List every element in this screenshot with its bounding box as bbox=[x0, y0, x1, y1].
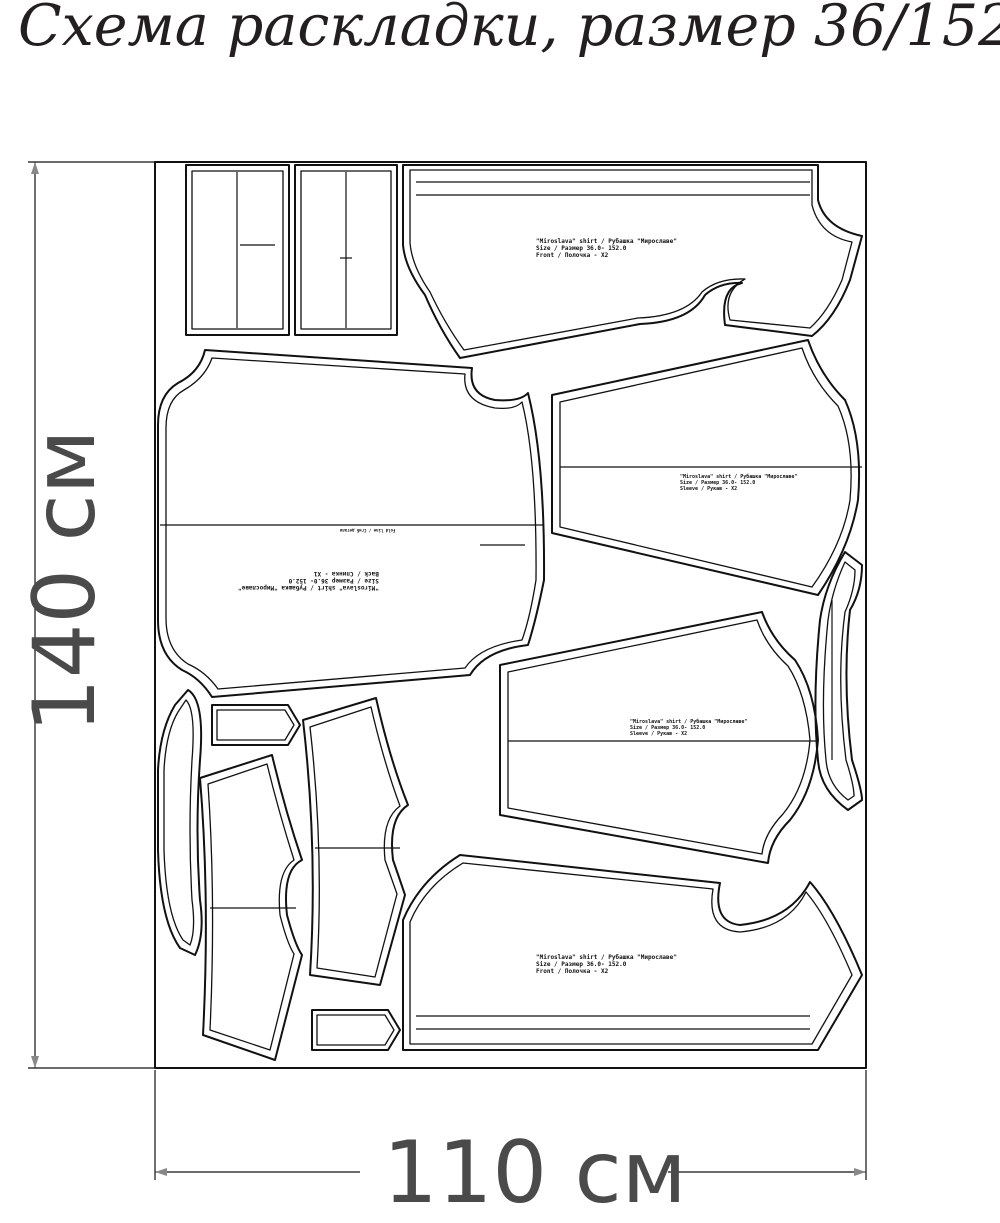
front-top-label-line: Front / Полочка - X2 bbox=[536, 252, 609, 259]
front-bottom-label: "Miroslava" shirt / Рубашка "Мирославе" … bbox=[536, 954, 677, 975]
back-fold-line-label: Fold line / Сгиб детали bbox=[340, 528, 396, 533]
collar-piece-1 bbox=[185, 164, 290, 336]
height-dimension bbox=[28, 161, 155, 1069]
back-piece bbox=[157, 349, 546, 698]
front-top-label-line: Size / Размер 36.0- 152.0 bbox=[536, 245, 627, 252]
front-top-label: "Miroslava" shirt / Рубашка "Мирославе" … bbox=[536, 238, 677, 259]
front-piece-top bbox=[402, 164, 863, 359]
cuff-piece-bottom bbox=[311, 1009, 401, 1051]
yoke-piece-right bbox=[302, 697, 409, 986]
back-label-line: "Miroslava" shirt / Рубашка "Мирославе" bbox=[238, 584, 379, 591]
sleeve-top-label: "Miroslava" shirt / Рубашка "Мирославе" … bbox=[680, 474, 797, 492]
width-label: 110 см bbox=[383, 1123, 687, 1223]
sleeve-bottom-label: "Miroslava" shirt / Рубашка "Мирославе" … bbox=[630, 719, 747, 737]
cuff-piece-top bbox=[211, 704, 301, 746]
back-label-line: Size / Размер 36.0- 152.0 bbox=[288, 577, 379, 584]
width-dimension bbox=[154, 1070, 867, 1180]
sleeve-bottom-label-line: Size / Размер 36.0- 152.0 bbox=[630, 725, 706, 731]
back-label: "Miroslava" shirt / Рубашка "Мирославе" … bbox=[238, 570, 379, 591]
sleeve-top-label-line: "Miroslava" shirt / Рубашка "Мирославе" bbox=[680, 474, 798, 480]
collar-piece-2 bbox=[294, 164, 398, 336]
height-label: 140 см bbox=[15, 429, 115, 733]
facing-strip-right bbox=[814, 551, 863, 811]
front-bottom-label-line: Front / Полочка - X2 bbox=[536, 968, 609, 975]
front-bottom-label-line: "Miroslava" shirt / Рубашка "Мирославе" bbox=[536, 954, 677, 961]
fabric-border bbox=[154, 161, 867, 1069]
back-label-line: Back / Спинка - X1 bbox=[313, 570, 379, 577]
sleeve-top-label-line: Sleeve / Рукав - X2 bbox=[680, 486, 738, 492]
facing-strip-left bbox=[157, 689, 203, 956]
sleeve-piece-bottom bbox=[499, 611, 819, 864]
sleeve-piece-top bbox=[551, 339, 862, 596]
front-top-label-line: "Miroslava" shirt / Рубашка "Мирославе" bbox=[536, 238, 677, 245]
sleeve-bottom-label-line: "Miroslava" shirt / Рубашка "Мирославе" bbox=[630, 719, 748, 725]
front-bottom-label-line: Size / Размер 36.0- 152.0 bbox=[536, 961, 627, 968]
sleeve-top-label-line: Size / Размер 36.0- 152.0 bbox=[680, 480, 756, 486]
sleeve-bottom-label-line: Sleeve / Рукав - X2 bbox=[630, 731, 688, 737]
layout-title: Схема раскладки, размер 36/152 bbox=[18, 0, 1000, 59]
front-piece-bottom bbox=[402, 854, 863, 1051]
yoke-piece-left bbox=[199, 754, 303, 1061]
